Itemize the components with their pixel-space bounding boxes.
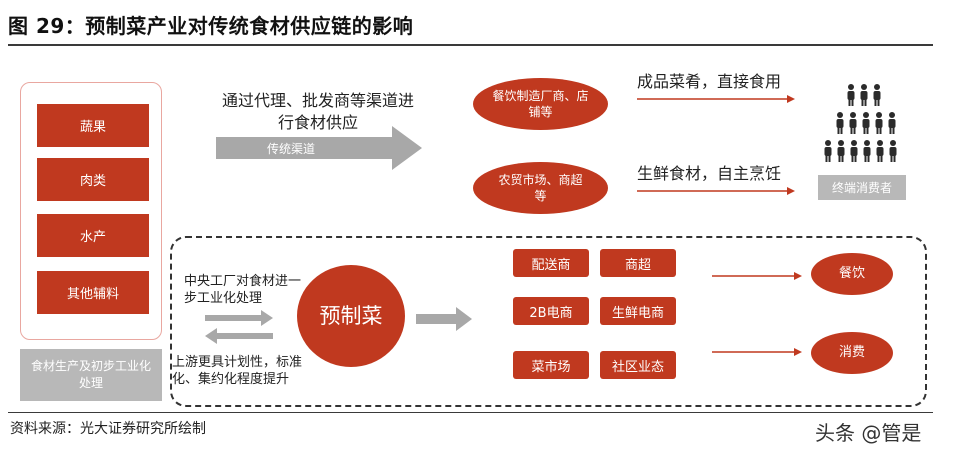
target-restaurant-makers: 餐饮制造厂商、店铺等 [473, 78, 608, 130]
consumers-crowd-icon [824, 84, 897, 162]
flow-fresh-ingredients: 生鲜食材，自主烹饪 [637, 164, 782, 183]
traditional-channel-arrow [216, 126, 422, 170]
traditional-description: 通过代理、批发商等渠道进行食材供应 [221, 91, 414, 132]
prepared-note-bottom: 上游更具计划性，标准化、集约化程度提升 [172, 355, 303, 387]
prepared-to-channels-arrow [416, 307, 472, 331]
watermark: 头条 @管是 [815, 421, 922, 445]
target-markets: 农贸市场、商超等 [473, 162, 608, 214]
prepared-food-center: 预制菜 [297, 265, 405, 367]
raw-materials-caption: 食材生产及初步工业化处理 [20, 349, 162, 401]
arrow-to-catering [712, 272, 802, 280]
prepared-note-top: 中央工厂对食材进一步工业化处理 [184, 274, 302, 306]
arrow-ready-dishes [637, 95, 795, 103]
traditional-channel-label: 传统渠道 [266, 142, 315, 156]
channel-fresh-ecommerce: 生鲜电商 [600, 297, 676, 325]
arrow-to-consumption [712, 348, 802, 356]
consumer-label: 终端消费者 [818, 175, 906, 200]
source-divider [8, 412, 933, 413]
channel-wet-market: 菜市场 [513, 351, 589, 379]
flow-ready-dishes: 成品菜肴，直接食用 [637, 72, 782, 91]
page-title: 图 29：预制菜产业对传统食材供应链的影响 [8, 14, 414, 38]
raw-material-produce: 蔬果 [37, 104, 149, 147]
outcome-catering: 餐饮 [811, 253, 893, 295]
channel-supermarket: 商超 [600, 249, 676, 277]
outcome-consumption: 消费 [811, 332, 893, 374]
channel-community: 社区业态 [600, 351, 676, 379]
channel-distributor: 配送商 [513, 249, 589, 277]
raw-material-meat: 肉类 [37, 158, 149, 201]
channel-b2b-ecommerce: 2B电商 [513, 297, 589, 325]
arrow-fresh-ingredients [637, 187, 795, 195]
raw-material-seafood: 水产 [37, 214, 149, 257]
bidirectional-arrows [205, 310, 273, 344]
source-note: 资料来源：光大证券研究所绘制 [10, 421, 206, 437]
prepared-food-region [170, 236, 927, 407]
title-divider [8, 44, 933, 46]
raw-material-other: 其他辅料 [37, 271, 149, 314]
